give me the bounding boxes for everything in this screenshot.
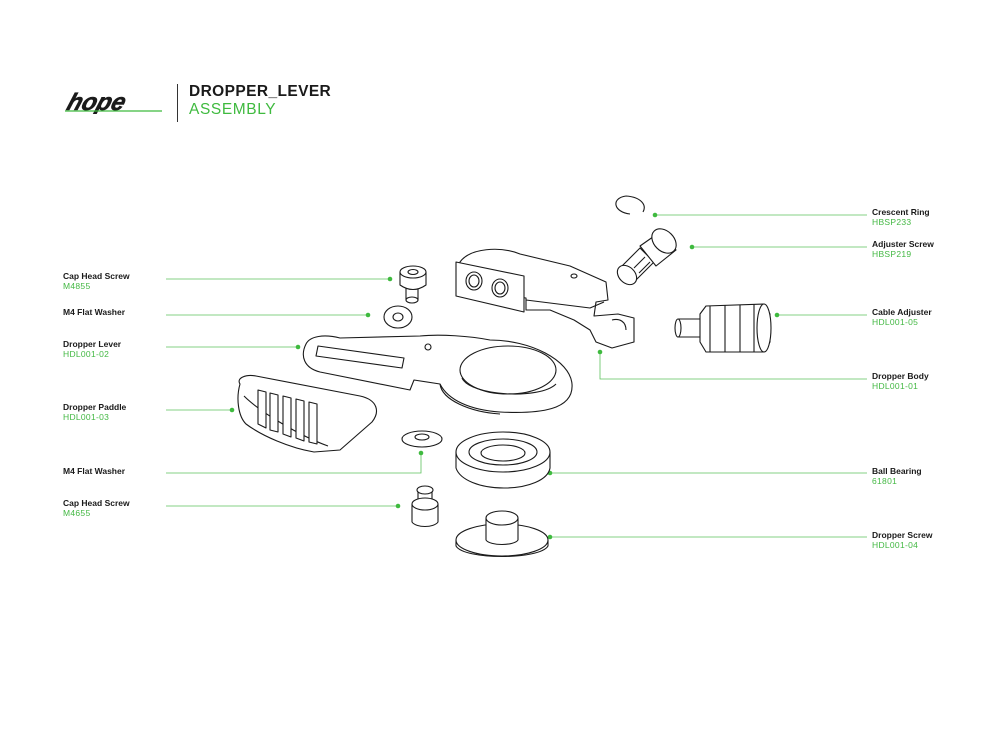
part-label-cable-adjuster: Cable Adjuster [872,307,932,317]
ball-bearing-drawing [455,431,551,489]
leader-dots [229,212,780,540]
part-label-m4-washer-top: M4 Flat Washer [63,307,126,317]
cap-head-screw-bottom-drawing [411,485,439,528]
part-label-adjuster-screw: Adjuster Screw [872,239,934,249]
part-label-dropper-lever: Dropper Lever [63,339,122,349]
dropper-lever-drawing [302,334,573,415]
header-divider [177,84,178,122]
crescent-ring-drawing [615,195,645,215]
part-code-dropper-screw: HDL001-04 [872,540,919,550]
part-code-dropper-lever: HDL001-02 [63,349,110,359]
page-subtitle: ASSEMBLY [189,101,277,118]
hope-logo: hope [63,90,162,114]
part-code-cable-adjuster: HDL001-05 [872,317,919,327]
part-label-cap-head-screw-top: Cap Head Screw [63,271,130,281]
part-label-ball-bearing: Ball Bearing [872,466,922,476]
cable-adjuster-drawing [674,303,772,353]
part-code-adjuster-screw: HBSP219 [872,249,912,259]
m4-washer-bottom-drawing [401,430,443,448]
dropper-screw-drawing [455,510,549,557]
cap-head-screw-top-drawing [399,265,427,304]
dropper-paddle-drawing [237,374,378,453]
part-label-cap-head-screw-bottom: Cap Head Screw [63,498,130,508]
part-code-dropper-paddle: HDL001-03 [63,412,110,422]
part-code-crescent-ring: HBSP233 [872,217,912,227]
part-code-cap-head-screw-bottom: M4655 [63,508,91,518]
part-label-m4-washer-bottom: M4 Flat Washer [63,466,126,476]
part-code-cap-head-screw-top: M4855 [63,281,91,291]
svg-text:hope: hope [64,90,130,114]
part-label-dropper-body: Dropper Body [872,371,929,381]
adjuster-screw-drawing [616,228,677,286]
part-label-dropper-screw: Dropper Screw [872,530,933,540]
dropper-body-drawing [455,248,635,349]
part-code-dropper-body: HDL001-01 [872,381,919,391]
page-title: DROPPER_LEVER [189,83,332,100]
part-label-crescent-ring: Crescent Ring [872,207,930,217]
part-label-dropper-paddle: Dropper Paddle [63,402,127,412]
leader-lines [166,214,867,538]
m4-washer-top-drawing [383,305,413,329]
part-code-ball-bearing: 61801 [872,476,898,486]
